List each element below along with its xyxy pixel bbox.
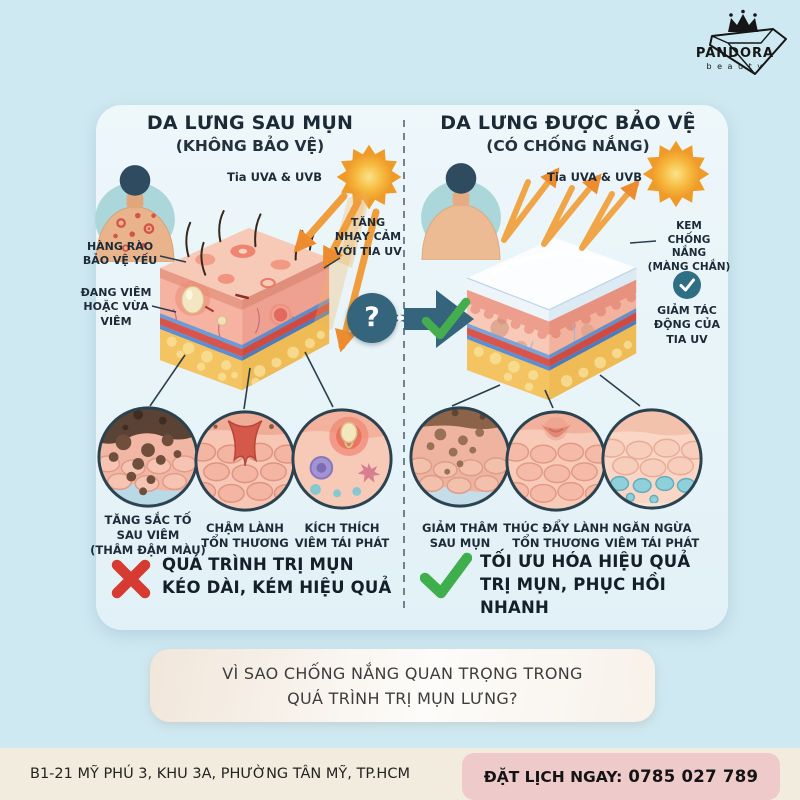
diamond-icon [709,28,787,75]
callout-prevented-inflammation [601,408,703,510]
callout-label: THÚC ĐẨY LÀNH TỔN THƯƠNG [503,521,609,551]
check-mark-icon [420,552,472,599]
address-text: B1-21 MỸ PHÚ 3, KHU 3A, PHƯỜNG TÂN MỸ, T… [30,766,410,782]
callout-promoted-healing [505,410,607,512]
check-circle-icon [673,271,701,299]
label-inflamed: ĐANG VIÊM HOẶC VỪA VIÊM [80,286,152,328]
callout-slow-healing [194,410,296,512]
headline-question: VÌ SAO CHỐNG NẮNG QUAN TRỌNG TRONG QUÁ T… [222,664,583,708]
callout-hyperpigmentation [97,406,199,508]
damaged-skin-cube [160,210,330,391]
callout-label: CHẬM LÀNH TỔN THƯƠNG [201,521,289,551]
right-panel-title: DA LƯNG ĐƯỢC BẢO VỆ [440,112,696,134]
cta-phone: 0785 027 789 [628,767,759,786]
callout-recurring-inflammation [291,408,393,510]
crown-icon [728,9,758,32]
right-panel-subtitle: (CÓ CHỐNG NẮNG) [486,137,650,155]
uv-rays-label: Tia UVA & UVB [547,170,642,184]
check-icon [421,297,471,340]
brand-sub: b e a u t y [706,62,763,71]
label-weak-barrier: HÀNG RÀO BẢO VỆ YẾU [82,240,158,268]
question-circle: ? [347,293,397,343]
left-panel-title: DA LƯNG SAU MỤN [146,112,354,134]
acne-spots [113,212,156,252]
callout-label: TĂNG SẮC TỐ SAU VIÊM (THÂM ĐẬM MÀU) [90,513,206,558]
cta-label: ĐẶT LỊCH NGAY: [483,768,623,786]
transition-arrow-icon [404,290,474,348]
brand-logo: PANDORA b e a u t y [696,9,787,75]
callout-label: KÍCH THÍCH VIÊM TÁI PHÁT [294,521,390,551]
callout-label: GIẢM THÂM SAU MỤN [422,521,498,551]
left-panel-subtitle: (KHÔNG BẢO VỆ) [175,137,325,155]
uv-rays-label: Tia UVA & UVB [227,170,322,184]
booking-cta-button[interactable]: ĐẶT LỊCH NGAY: 0785 027 789 [462,753,780,800]
label-reduced-uv: GIẢM TÁC ĐỘNG CỦA TIA UV [653,304,721,346]
acne-back-figure [95,165,175,262]
callout-label: NGĂN NGỪA VIÊM TÁI PHÁT [604,521,700,551]
right-conclusion: TỐI ƯU HÓA HIỆU QUẢ TRỊ MỤN, PHỤC HỒI NH… [480,552,691,618]
question-mark: ? [364,302,380,333]
sun-icon [642,140,710,208]
label-uv-sensitivity: TĂNG NHẠY CẢM VỚI TIA UV [334,216,402,258]
left-conclusion: QUÁ TRÌNH TRỊ MỤN KÉO DÀI, KÉM HIỆU QUẢ [162,555,392,598]
sun-icon [336,144,402,210]
callout-reduced-pigmentation [409,406,511,508]
label-sunscreen: KEM CHỐNG NẮNG (MÀNG CHẮN) [647,220,731,273]
healthy-back-figure [421,163,501,260]
headline-question-box: VÌ SAO CHỐNG NẮNG QUAN TRỌNG TRONG QUÁ T… [150,649,655,722]
brand-name: PANDORA [696,46,774,61]
x-mark-icon [111,559,151,599]
protected-skin-cube [466,237,637,401]
